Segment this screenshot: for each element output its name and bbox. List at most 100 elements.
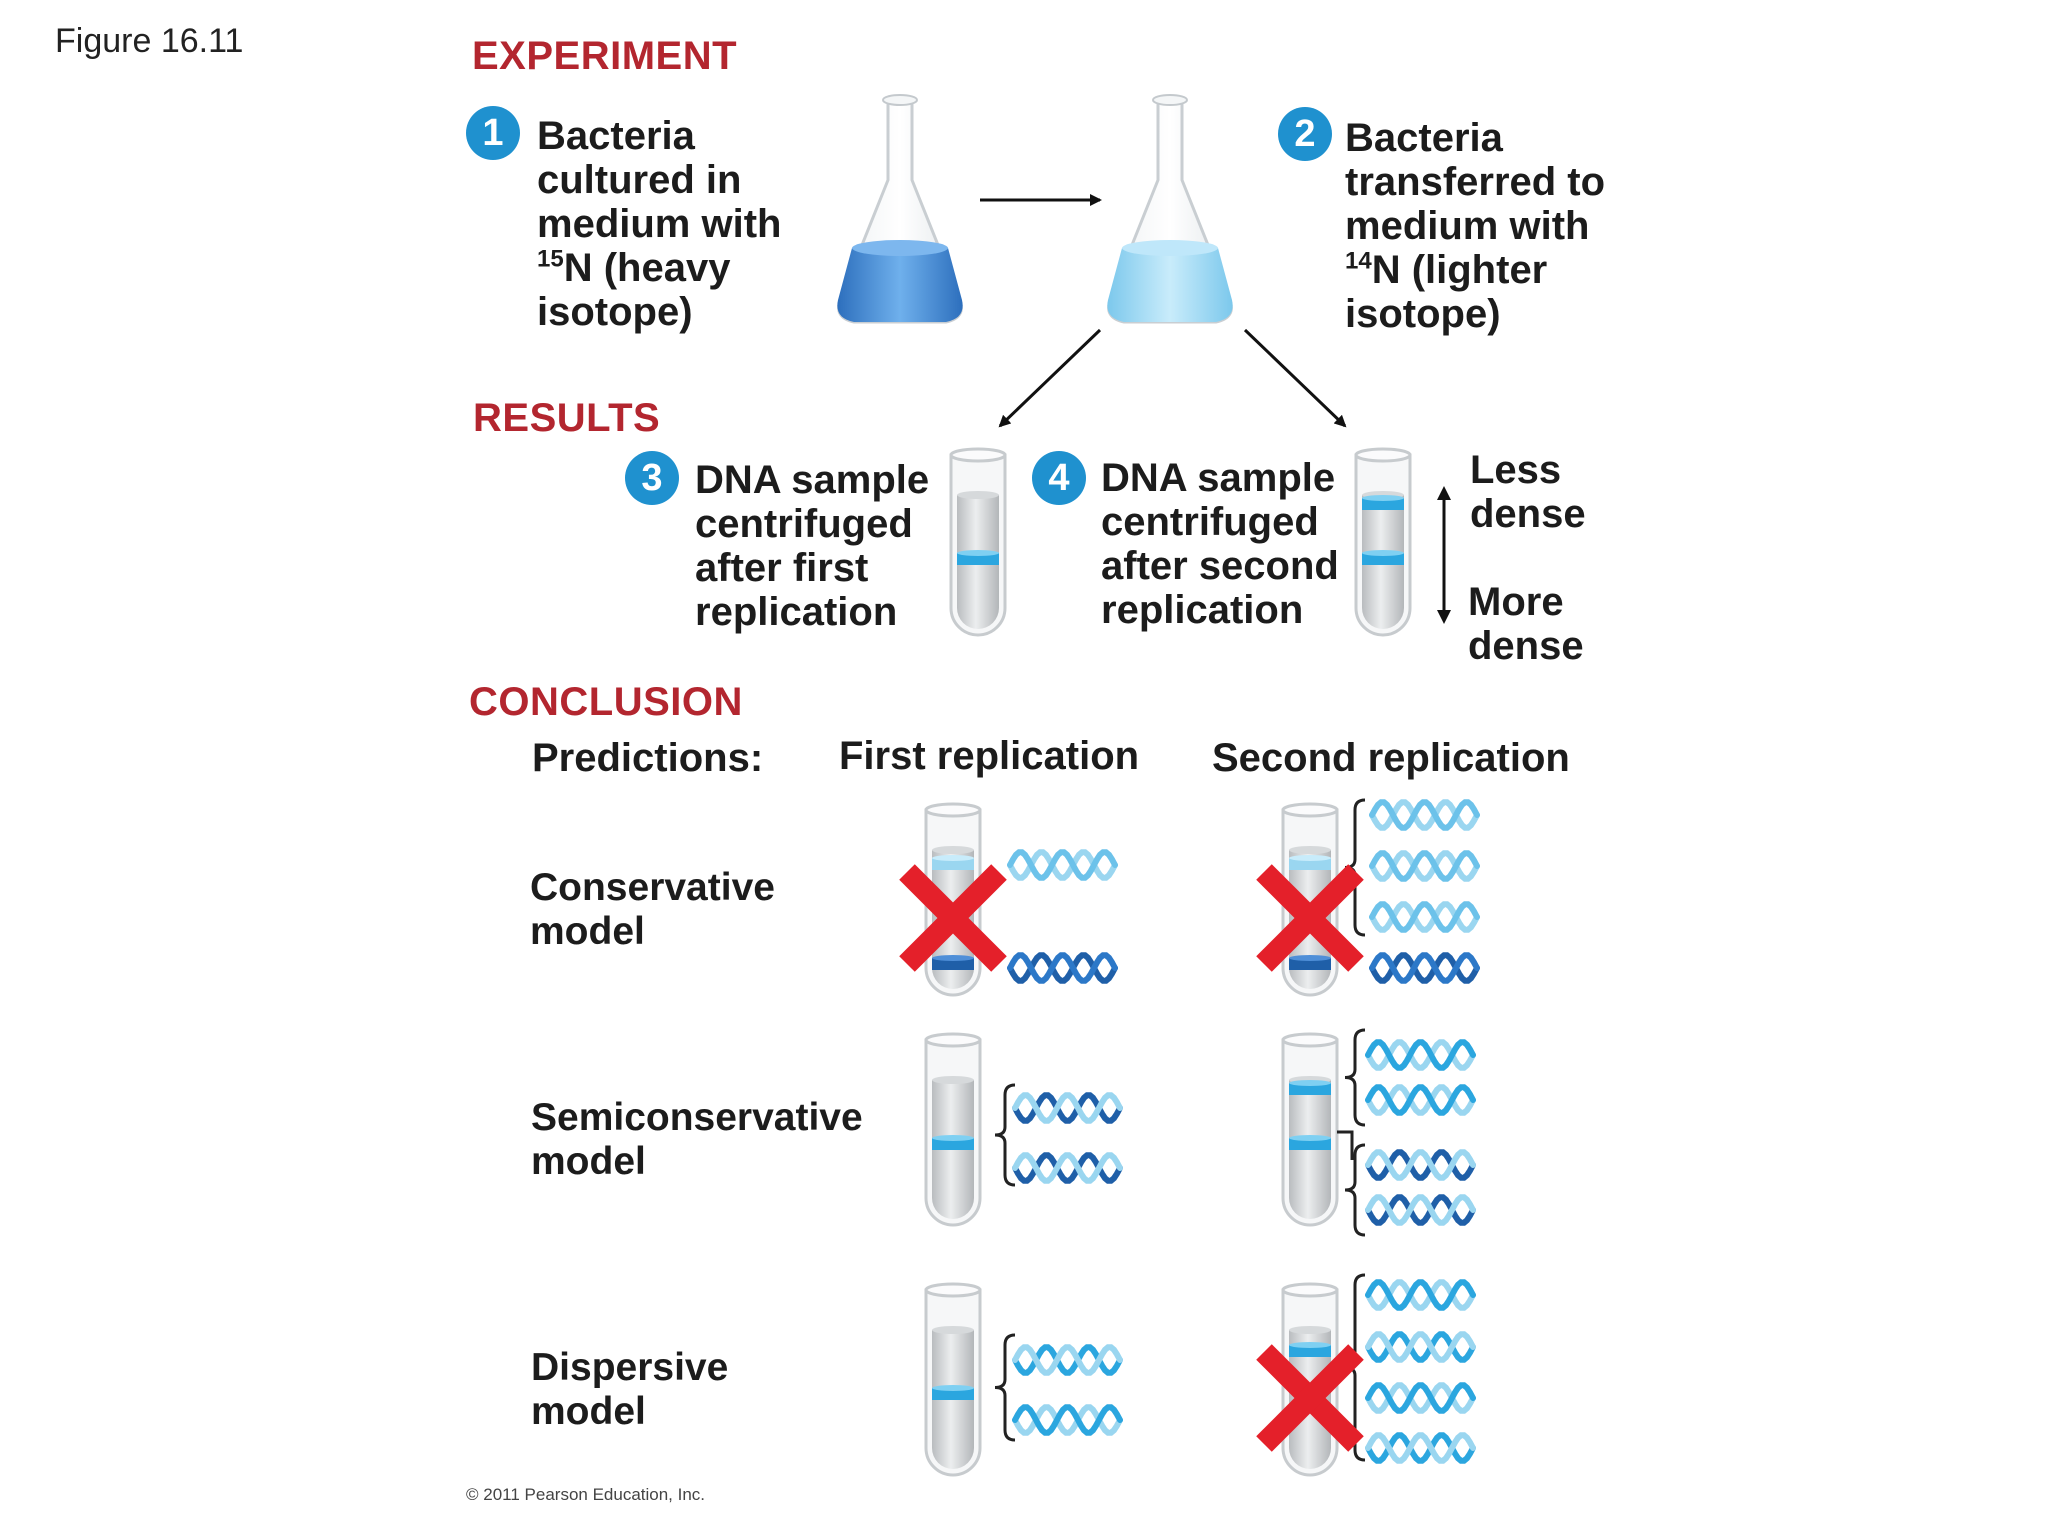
step-1-isotope-line: 15N (heavy	[537, 246, 781, 290]
dispersive-line-1: Dispersive	[531, 1346, 729, 1389]
label-less-dense: Less dense	[1470, 448, 1586, 536]
step-3-text: DNA sample centrifuged after first repli…	[695, 458, 929, 634]
step-1-line-2: cultured in	[537, 158, 742, 202]
dna-helix	[1365, 1279, 1476, 1311]
step-1-isotope-text: N (heavy	[563, 246, 731, 290]
step-3-line-3: after first	[695, 546, 869, 590]
more-dense-line-1: More	[1468, 580, 1564, 624]
flask-light	[1107, 94, 1233, 324]
step-4-line-3: after second	[1101, 544, 1339, 588]
rejected-x-mark-first	[899, 864, 1007, 972]
arrow-to-second	[1243, 328, 1347, 428]
step-2-line-5: isotope)	[1345, 292, 1501, 336]
dna-helix	[1012, 1152, 1123, 1184]
density-band	[932, 855, 974, 870]
conservative-line-2: model	[530, 910, 645, 953]
grouping-brace	[994, 1083, 1016, 1187]
tube-dispersive-first	[924, 1282, 982, 1477]
dispersive-line-2: model	[531, 1390, 646, 1433]
dna-helix	[1365, 1149, 1476, 1181]
conservative-line-1: Conservative	[530, 866, 775, 909]
step-1-text: Bacteria cultured in medium with 15N (he…	[537, 114, 781, 334]
figure-label: Figure 16.11	[55, 22, 244, 60]
step-1-line-3: medium with	[537, 202, 782, 246]
step-3-badge: 3	[625, 451, 679, 505]
step-2-line-3: medium with	[1345, 204, 1590, 248]
density-band	[932, 955, 974, 970]
dna-helix	[1365, 1331, 1476, 1363]
more-dense-line-2: dense	[1468, 624, 1584, 668]
step-2-isotope-line: 14N (lighter	[1345, 248, 1605, 292]
flask-heavy	[837, 94, 963, 324]
step-1-line-5: isotope)	[537, 290, 693, 334]
section-results: RESULTS	[473, 396, 661, 440]
dna-helix	[1365, 1432, 1476, 1464]
tube-semiconservative-first	[924, 1032, 982, 1227]
dna-helix	[1369, 799, 1480, 831]
dna-helix	[1012, 1404, 1123, 1436]
dna-helix	[1365, 1084, 1476, 1116]
step-2-isotope-mass: 14	[1345, 247, 1372, 275]
section-experiment: EXPERIMENT	[472, 34, 738, 78]
step-4-badge: 4	[1032, 451, 1086, 505]
semiconservative-line-2: model	[531, 1140, 646, 1183]
density-band	[1289, 955, 1331, 970]
column-second-replication: Second replication	[1212, 736, 1570, 780]
grouping-brace	[1344, 1028, 1366, 1127]
step-1-badge: 1	[466, 106, 520, 160]
predictions-header: Predictions:	[532, 736, 764, 780]
step-3-line-4: replication	[695, 590, 898, 634]
density-band	[1289, 1342, 1331, 1357]
tube-semiconservative-second	[1281, 1032, 1339, 1227]
dna-helix	[1365, 1194, 1476, 1226]
density-band	[1362, 550, 1404, 565]
step-1-isotope-mass: 15	[537, 245, 564, 273]
step-3-line-1: DNA sample	[695, 458, 930, 502]
model-label-dispersive: Dispersive model	[531, 1346, 728, 1434]
label-more-dense: More dense	[1468, 580, 1584, 668]
less-dense-line-2: dense	[1470, 492, 1586, 536]
step-2-line-1: Bacteria	[1345, 116, 1503, 160]
density-band	[932, 1385, 974, 1400]
dna-helix	[1369, 850, 1480, 882]
less-dense-line-1: Less	[1470, 448, 1562, 492]
section-conclusion: CONCLUSION	[469, 680, 743, 724]
step-4-text: DNA sample centrifuged after second repl…	[1101, 456, 1339, 632]
grouping-brace	[1344, 1143, 1366, 1237]
step-2-badge: 2	[1278, 107, 1332, 161]
grouping-brace	[994, 1333, 1016, 1442]
step-2-text: Bacteria transferred to medium with 14N …	[1345, 116, 1605, 336]
density-band	[1289, 1080, 1331, 1095]
step-4-line-2: centrifuged	[1101, 500, 1319, 544]
dna-helix	[1365, 1039, 1476, 1071]
copyright-notice: © 2011 Pearson Education, Inc.	[466, 1485, 706, 1504]
density-band	[1362, 495, 1404, 510]
step-4-line-1: DNA sample	[1101, 456, 1336, 500]
arrow-to-first	[998, 328, 1102, 428]
dna-helix	[1007, 849, 1118, 881]
step-3-line-2: centrifuged	[695, 502, 913, 546]
dna-helix	[1012, 1092, 1123, 1124]
step-4-line-4: replication	[1101, 588, 1304, 632]
semiconservative-line-1: Semiconservative	[531, 1096, 863, 1139]
dna-helix	[1369, 901, 1480, 933]
dna-helix	[1012, 1344, 1123, 1376]
density-band	[957, 550, 999, 565]
model-label-semiconservative: Semiconservative model	[531, 1096, 863, 1184]
density-band	[1289, 855, 1331, 870]
density-band	[1289, 1135, 1331, 1150]
step-2-isotope-text: N (lighter	[1371, 248, 1548, 292]
dna-helix	[1365, 1382, 1476, 1414]
model-label-conservative: Conservative model	[530, 866, 775, 954]
column-first-replication: First replication	[839, 734, 1140, 778]
dna-helix	[1007, 952, 1118, 984]
dna-helix	[1369, 952, 1480, 984]
density-band	[932, 1135, 974, 1150]
rejected-x-mark-second	[1256, 1344, 1364, 1452]
tube-result-first	[949, 447, 1007, 637]
rejected-x-mark-second	[1256, 864, 1364, 972]
tube-result-second	[1354, 447, 1412, 637]
step-2-line-2: transferred to	[1345, 160, 1606, 204]
